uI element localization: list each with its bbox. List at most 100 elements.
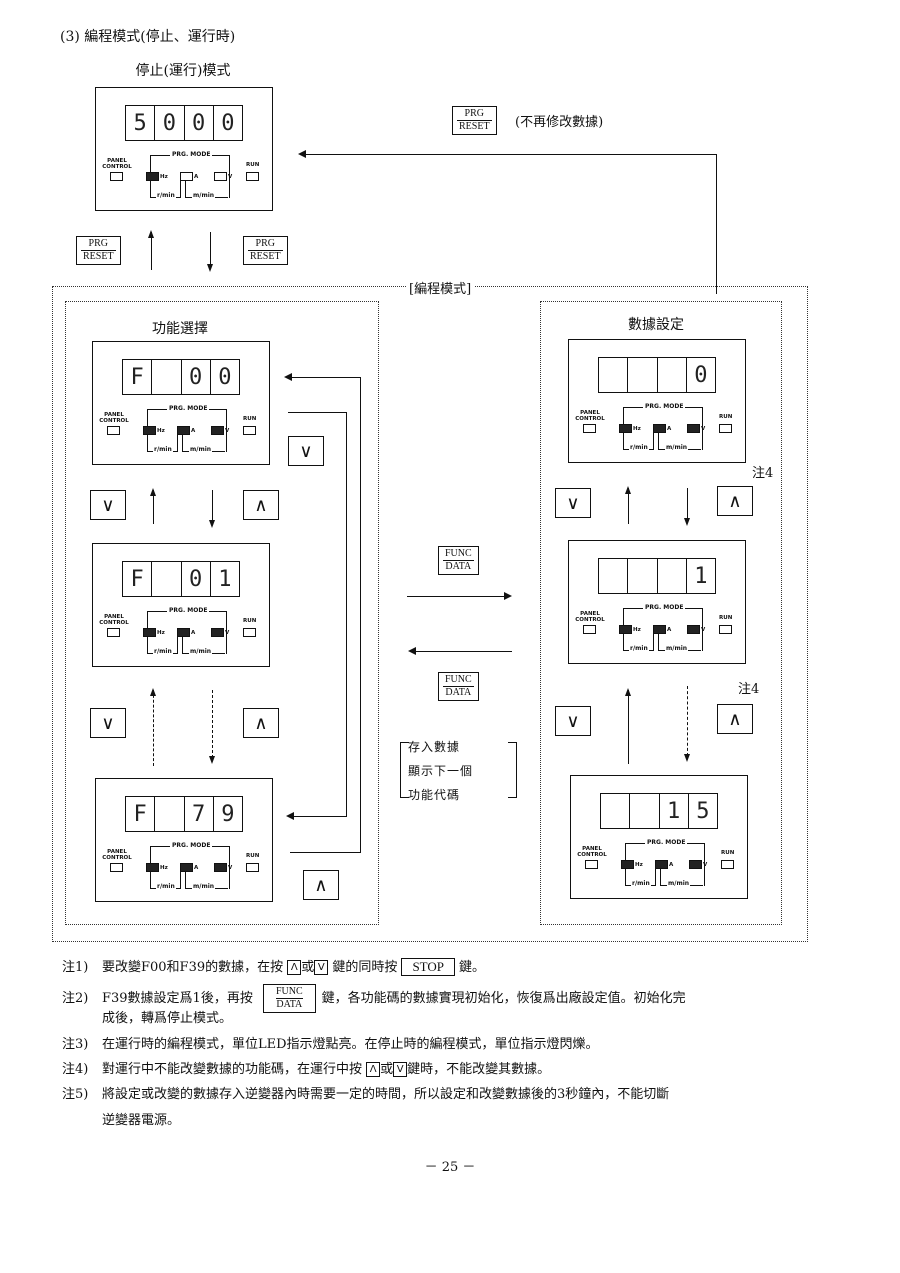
down-key-icon: V [314,960,329,975]
up-key-2[interactable]: ∧ [243,708,279,738]
panel-control-led [583,625,596,634]
func-data-key-2[interactable]: FUNC DATA [438,672,479,701]
digit: 1 [660,794,689,828]
a-label: A [669,862,674,868]
fs-up-line-1 [153,490,154,524]
digit: 0 [182,562,211,596]
v-label: V [701,627,706,633]
digit-display: 1 [598,558,716,594]
func-select-title: 功能選擇 [152,321,208,337]
bracket-tick [177,434,178,451]
ds-down-key-1[interactable]: ∨ [555,488,591,518]
legend-line-2: 顯示下一個 [408,764,474,778]
wrap-line-bottom [290,852,361,853]
up-arrow-icon [148,230,154,238]
digit: 5 [696,798,710,824]
digit: F [123,360,153,394]
return-line-h [305,154,717,155]
hz-led [619,625,632,634]
hz-label: Hz [635,862,643,868]
run-led [719,424,732,433]
ds-up-key-1[interactable]: ∧ [717,486,753,516]
down-key-wrap[interactable]: ∨ [288,436,324,466]
panel-control-led [583,424,596,433]
prg-reset-key-left-2[interactable]: PRG RESET [243,236,288,265]
v-led [211,628,224,637]
panel-control-led [107,628,120,637]
up-arrow-icon [150,488,156,496]
run-label: RUN [243,618,257,624]
digit: 1 [694,563,708,589]
bracket-tick [655,868,656,885]
prg-reset-key-top[interactable]: PRG RESET [452,106,497,135]
rmin-label: r/min [156,883,176,890]
bracket-tick [182,636,183,653]
mmin-label: m/min [665,645,689,652]
digit: 7 [185,797,214,831]
digit: F [123,562,153,596]
hz-led [146,172,159,181]
up-key-1[interactable]: ∧ [243,490,279,520]
down-arrow-icon [684,518,690,526]
fs-down-line-2 [212,690,213,758]
rmin-label: r/min [156,192,176,199]
bracket-tick [185,180,186,197]
note-3: 注3)在運行時的編程模式，單位LED指示燈點亮。在停止時的編程模式，單位指示燈閃… [62,1037,599,1052]
run-led [243,426,256,435]
prg-mode-label: PRG. MODE [167,607,210,614]
data-setting-title: 數據設定 [628,317,684,333]
note-5-cont: 逆變器電源。 [102,1113,181,1128]
data-setting-box [540,301,782,925]
func-data-key-1[interactable]: FUNC DATA [438,546,479,575]
up-arrow-icon [150,688,156,696]
panel-control-label: PANEL CONTROL [102,158,132,170]
run-label: RUN [721,850,735,856]
digit [630,794,660,828]
panel-control-led [110,172,123,181]
hz-led [146,863,159,872]
panel-control-led [107,426,120,435]
up-key-icon: Λ [366,1062,381,1077]
prg-mode-label: PRG. MODE [170,842,213,849]
down-key-icon: V [393,1062,408,1077]
a-label: A [194,865,199,871]
left-arrow-icon [286,812,294,820]
ds-down-key-2[interactable]: ∨ [555,706,591,736]
v-led [687,424,700,433]
ds-up-key-2[interactable]: ∧ [717,704,753,734]
hz-led [621,860,634,869]
left-arrow-icon [284,373,292,381]
digit [599,559,629,593]
prg-mode-label: PRG. MODE [167,405,210,412]
digit [658,358,687,392]
prg-reset-key-left-1[interactable]: PRG RESET [76,236,121,265]
v-led [214,172,227,181]
hz-label: Hz [160,865,168,871]
down-key-2[interactable]: ∨ [90,708,126,738]
v-led [687,625,700,634]
a-label: A [667,426,672,432]
bracket-tick [653,432,654,449]
a-label: A [194,174,199,180]
a-led [655,860,668,869]
up-arrow-icon [625,688,631,696]
down-key-1[interactable]: ∨ [90,490,126,520]
no-change-caption: (不再修改數據) [515,115,604,130]
up-key-wrap[interactable]: ∧ [303,870,339,900]
a-led [180,172,193,181]
note-ref-4b: 注4 [738,682,760,697]
run-led [246,172,259,181]
digit [658,559,687,593]
digit: 0 [694,362,708,388]
wrap-line-outer [360,377,361,853]
up-arrow-line [151,232,152,270]
bracket-tick [180,871,181,888]
v-label: V [228,174,233,180]
a-label: A [191,428,196,434]
